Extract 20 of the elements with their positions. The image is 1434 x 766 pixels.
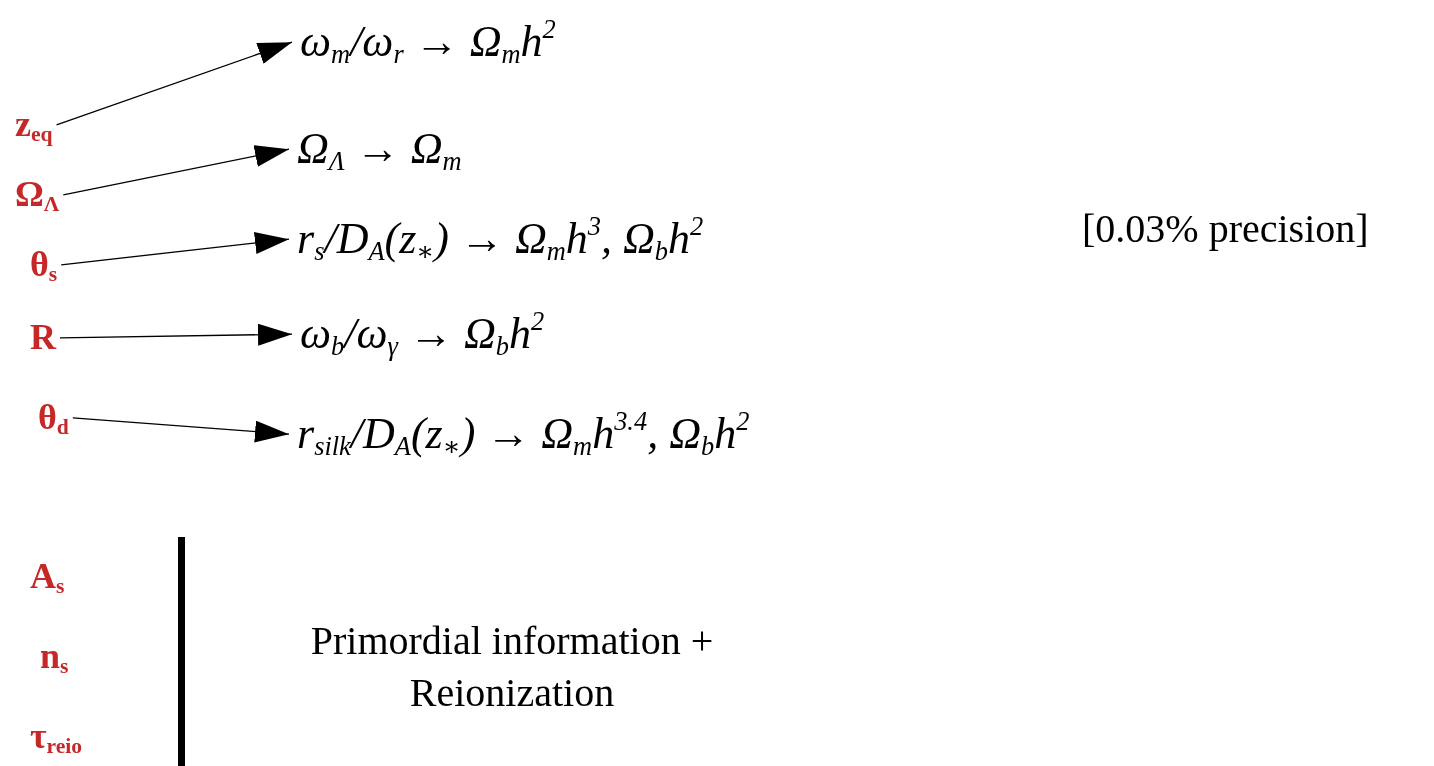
relation-text: Ω$_{Λ}$ → Ω$_{m}$ xyxy=(297,125,462,174)
relation-text: r$_{s}$/D$_{A}$(z$_{∗}$) → Ω$_{m}$h$^{3}$, Ω$_{b}$h$^{2}$ xyxy=(297,215,704,264)
arrow xyxy=(59,323,293,346)
parameter-label: θ$_{d}$ xyxy=(38,398,69,438)
parameter-label: n$_{s}$ xyxy=(40,635,69,677)
arrow xyxy=(62,145,290,196)
parameter-label: θ$_{s}$ xyxy=(30,245,58,285)
parameter-label: τ$_{reio}$ xyxy=(30,715,83,757)
relation-text: r$_{silk}$/D$_{A}$(z$_{∗}$) → Ω$_{m}$h$^{3.4}$, Ω$_{b}$h$^{2}$ xyxy=(297,410,750,459)
parameter-label: A$_{s}$ xyxy=(30,555,65,597)
parameter-label: z$_{eq}$ xyxy=(15,105,53,145)
parameter-label: R xyxy=(30,318,56,358)
parameter-label: Ω$_{Λ}$ xyxy=(15,175,60,215)
arrow xyxy=(55,41,293,126)
arrow xyxy=(72,417,290,443)
note-text: Primordial information + Reionization xyxy=(309,617,715,717)
relation-text: ω$_{b}$/ω$_{γ}$ → Ω$_{b}$h$^{2}$ xyxy=(300,310,545,359)
precision-note: [0.03% precision] xyxy=(1082,205,1369,252)
arrow xyxy=(60,232,290,266)
relation-text: ω$_{m}$/ω$_{r}$ → Ω$_{m}$h$^{2}$ xyxy=(300,18,556,67)
